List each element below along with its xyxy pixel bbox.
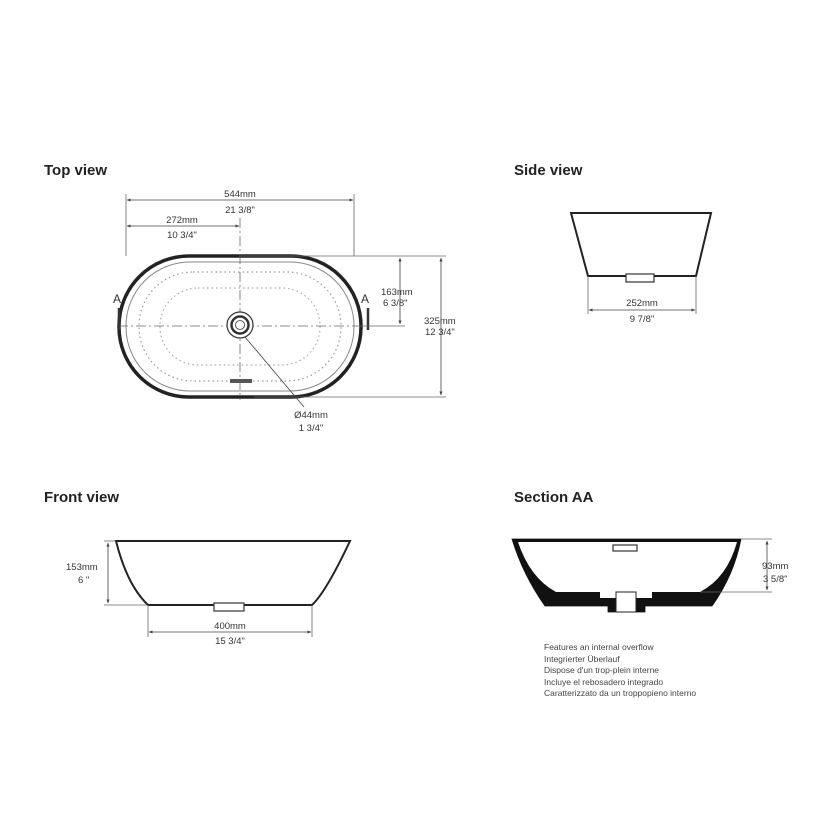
front-view-title: Front view xyxy=(44,489,120,506)
section-marker-right: A xyxy=(361,292,369,306)
basin-contour-inner xyxy=(159,287,321,366)
half-depth-in-label: 6 3/8" xyxy=(383,298,408,309)
note-english: Features an internal overflow xyxy=(544,642,654,652)
section-drain xyxy=(615,591,637,613)
note-french: Dispose d'un trop-plein interne xyxy=(544,665,660,675)
note-italian: Caratterizzato da un troppopieno interno xyxy=(544,688,697,698)
side-view-drawing: 252mm 9 7/8" xyxy=(569,212,713,325)
width-mm-label: 544mm xyxy=(224,189,256,200)
side-basin-profile xyxy=(569,212,713,277)
half-width-in-label: 10 3/4" xyxy=(167,230,197,241)
front-basin-profile xyxy=(114,540,352,606)
section-aa-title: Section AA xyxy=(514,489,594,506)
side-drain xyxy=(625,273,655,283)
width-in-label: 21 3/8" xyxy=(225,205,255,216)
front-drain xyxy=(213,602,245,612)
side-base-in-label: 9 7/8" xyxy=(630,314,655,325)
section-marker-left: A xyxy=(113,292,121,306)
section-interior xyxy=(518,542,737,598)
drain-leader-line xyxy=(244,336,305,408)
side-base-mm-label: 252mm xyxy=(626,298,658,309)
overflow-slot xyxy=(230,379,252,383)
section-depth-mm-label: 93mm xyxy=(762,561,788,572)
front-height-mm-label: 153mm xyxy=(66,562,98,573)
section-overflow xyxy=(612,544,638,552)
drain-center xyxy=(235,320,245,330)
top-view-drawing: A A 544mm 21 3/8" 272mm 10 3/4" 163mm 6 … xyxy=(113,189,456,434)
section-aa-drawing: 93mm 3 5/8" xyxy=(511,538,788,613)
drain-mm-label: Ø44mm xyxy=(294,410,328,421)
half-width-mm-label: 272mm xyxy=(166,215,198,226)
front-view-drawing: 153mm 6 " 400mm 15 3/4" xyxy=(66,540,352,647)
note-spanish: Incluye el rebosadero integrado xyxy=(544,676,664,687)
note-german: Integrierter Überlauf xyxy=(544,653,620,664)
depth-in-label: 12 3/4" xyxy=(425,327,455,338)
depth-mm-label: 325mm xyxy=(424,316,456,327)
top-view-title: Top view xyxy=(44,162,108,179)
overflow-notes: Features an internal overflow Integriert… xyxy=(544,642,696,700)
side-view-title: Side view xyxy=(514,162,583,179)
front-base-mm-label: 400mm xyxy=(214,621,246,632)
drain-ring xyxy=(230,315,250,335)
drain-in-label: 1 3/4" xyxy=(299,423,324,434)
half-depth-mm-label: 163mm xyxy=(381,287,413,298)
section-depth-in-label: 3 5/8" xyxy=(763,574,788,585)
front-height-in-label: 6 " xyxy=(78,575,89,586)
front-base-in-label: 15 3/4" xyxy=(215,636,245,647)
